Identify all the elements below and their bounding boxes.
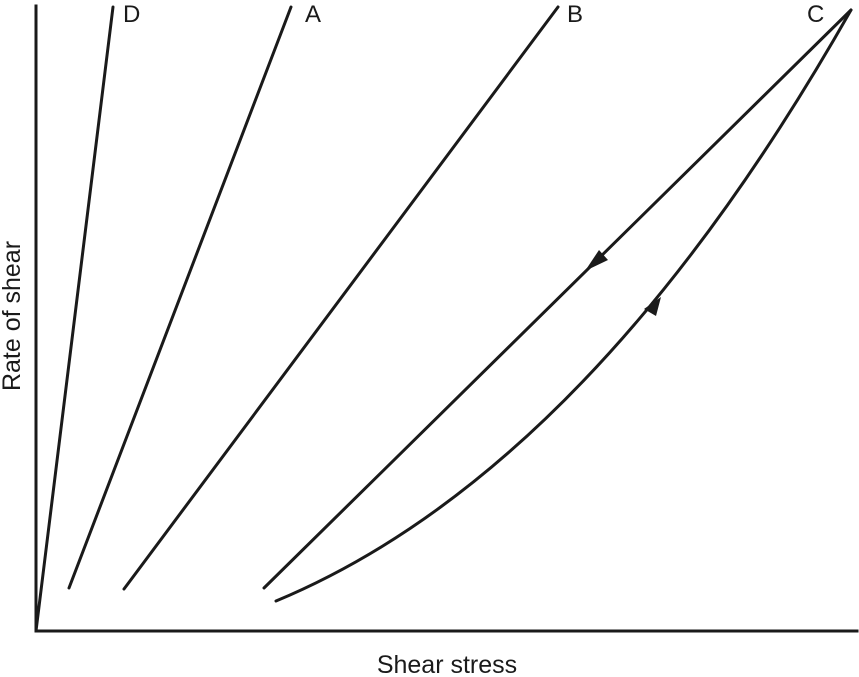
down-arrow-icon (585, 250, 608, 271)
curve-d: D (34, 1, 140, 633)
curve-c-label: C (807, 1, 824, 28)
x-axis-label: Shear stress (377, 651, 517, 677)
curve-b-label: B (567, 1, 583, 28)
curve-b-line (122, 5, 560, 591)
curve-d-line (34, 5, 115, 633)
curve-a-label: A (305, 1, 321, 28)
up-arrow-icon (644, 297, 661, 316)
curve-a-line (67, 5, 293, 590)
curve-d-label: D (123, 1, 140, 28)
curve-c-down-branch (262, 8, 853, 590)
curve-a: A (67, 1, 321, 590)
curve-c-up-branch (274, 8, 853, 603)
y-axis-label: Rate of shear (0, 241, 26, 391)
axes (34, 4, 859, 633)
curve-b: B (122, 1, 583, 591)
curve-c: C (262, 1, 853, 603)
